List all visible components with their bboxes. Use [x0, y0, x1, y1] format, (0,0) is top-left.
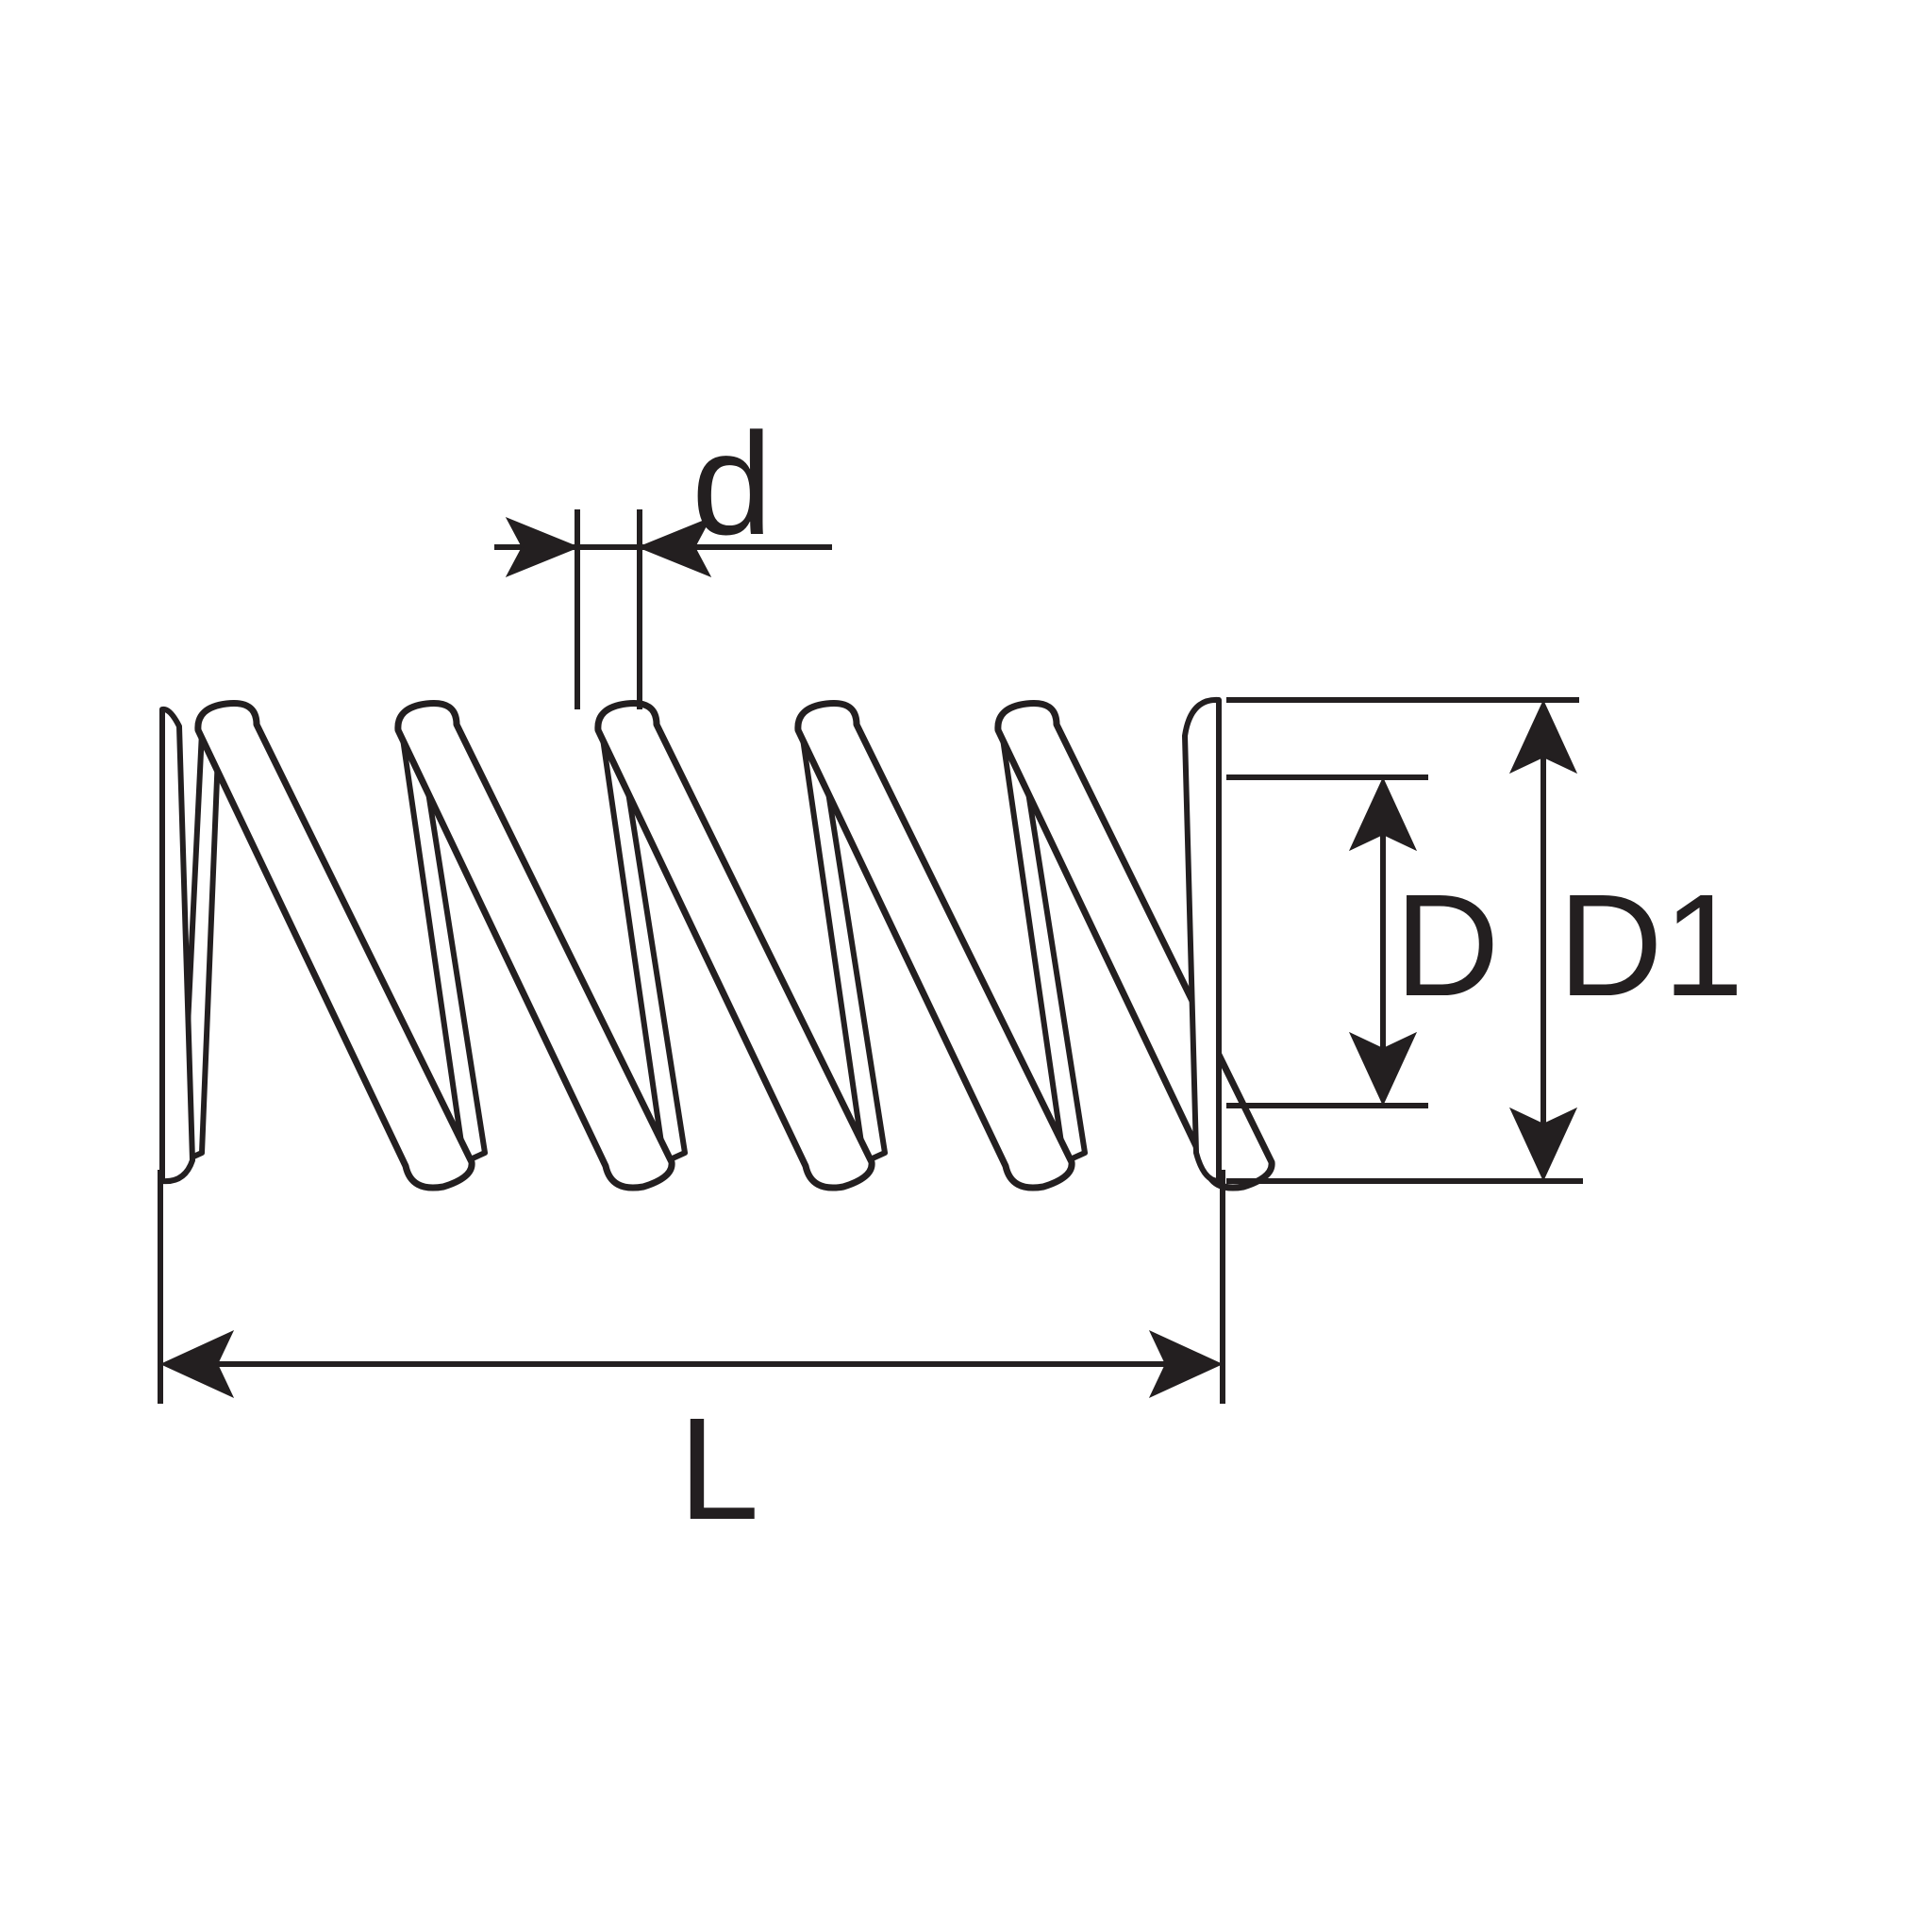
length-arrow-left — [159, 1329, 235, 1399]
spring-right-end — [1182, 696, 1222, 1184]
spring-front-coils — [194, 699, 1275, 1191]
wire-arrow-left — [505, 517, 580, 577]
spring-coil — [594, 699, 875, 1191]
dimension-arrowheads — [159, 517, 1578, 1399]
outer-arrow-bottom — [1508, 1107, 1578, 1182]
length-arrow-right — [1148, 1329, 1224, 1399]
wire-arrow-right — [637, 517, 712, 577]
label-length: L — [678, 1388, 759, 1550]
spring-left-end — [159, 706, 195, 1185]
label-outer-diameter: D1 — [1558, 864, 1744, 1026]
spring-coil — [194, 699, 475, 1191]
inner-arrow-top — [1348, 776, 1418, 852]
label-inner-diameter: D — [1394, 864, 1499, 1026]
label-wire-diameter: d — [691, 403, 773, 565]
outer-arrow-top — [1508, 699, 1578, 774]
spring-drawing — [159, 696, 1275, 1191]
spring-coil — [394, 699, 675, 1191]
spring-coil — [794, 699, 1075, 1191]
dimension-lines — [158, 509, 1583, 1404]
inner-arrow-bottom — [1348, 1031, 1418, 1107]
spring-back-wires — [178, 729, 1088, 1165]
dimension-labels: d D D1 L — [678, 403, 1743, 1550]
